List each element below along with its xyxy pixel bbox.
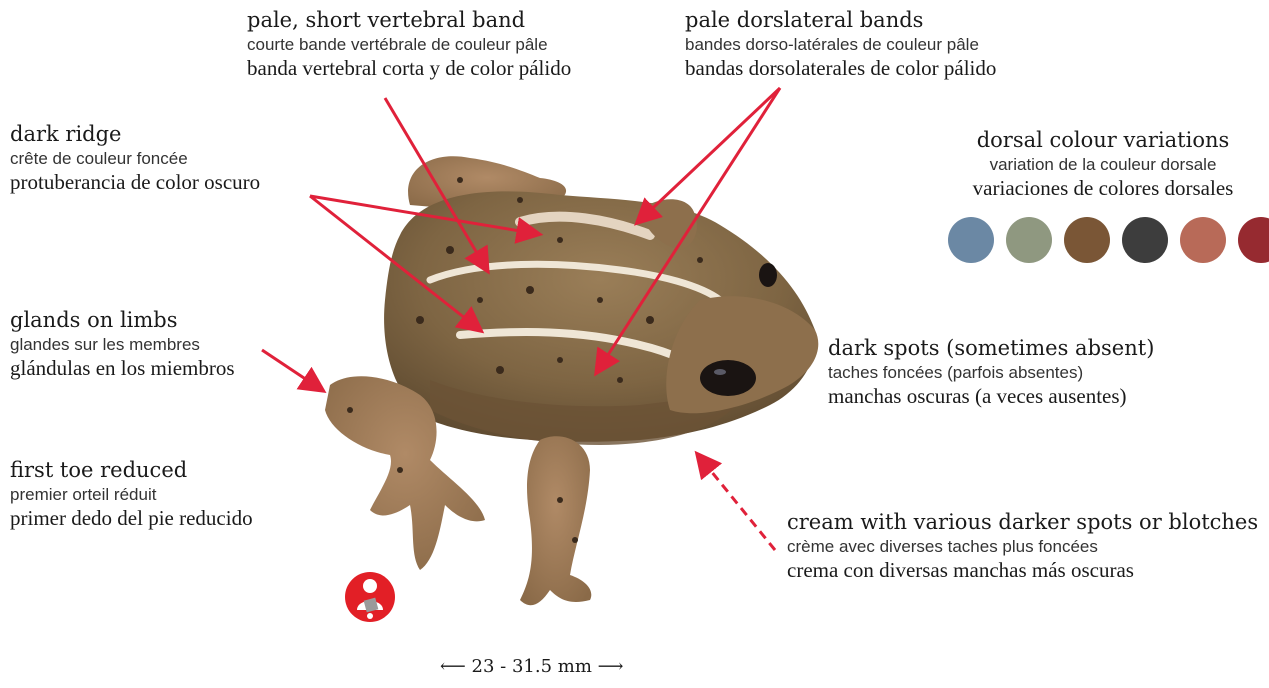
dorsal-colour-en: dorsal colour variations	[948, 128, 1258, 153]
dark-ridge-es: protuberancia de color oscuro	[10, 170, 260, 195]
dark-ridge-fr: crête de couleur foncée	[10, 149, 260, 169]
dark-ridge-en: dark ridge	[10, 122, 260, 147]
swatch-olive-grey	[1006, 217, 1052, 263]
label-dorsolateral-bands: pale dorslateral bands bandes dorso-laté…	[685, 8, 996, 81]
swatch-charcoal	[1122, 217, 1168, 263]
size-measurement: ⟵ 23 - 31.5 mm ⟶	[440, 656, 623, 677]
glands-en: glands on limbs	[10, 308, 235, 333]
swatch-dark-red	[1238, 217, 1269, 263]
arrow-dark-ridge-1	[310, 196, 538, 234]
dark-spots-fr: taches foncées (parfois absentes)	[828, 363, 1154, 383]
dorsolateral-bands-fr: bandes dorso-latérales de couleur pâle	[685, 35, 996, 55]
cream-es: crema con diversas manchas más oscuras	[787, 558, 1258, 583]
observer-badge-icon	[345, 572, 395, 622]
vertebral-band-fr: courte bande vertébrale de couleur pâle	[247, 35, 571, 55]
first-toe-es: primer dedo del pie reducido	[10, 506, 253, 531]
cream-en: cream with various darker spots or blotc…	[787, 510, 1258, 535]
swatch-terracotta	[1180, 217, 1226, 263]
swatch-blue-grey	[948, 217, 994, 263]
arrow-dorsolateral-1	[638, 88, 780, 222]
label-glands: glands on limbs glandes sur les membres …	[10, 308, 235, 381]
label-cream: cream with various darker spots or blotc…	[787, 510, 1258, 583]
dorsal-colour-es: variaciones de colores dorsales	[948, 176, 1258, 201]
vertebral-band-es: banda vertebral corta y de color pálido	[247, 56, 571, 81]
swatch-brown	[1064, 217, 1110, 263]
arrow-dorsolateral-2	[597, 88, 780, 372]
label-first-toe: first toe reduced premier orteil réduit …	[10, 458, 253, 531]
dorsal-colour-fr: variation de la couleur dorsale	[948, 155, 1258, 175]
glands-es: glándulas en los miembros	[10, 356, 235, 381]
dark-spots-es: manchas oscuras (a veces ausentes)	[828, 384, 1154, 409]
label-dorsal-colour: dorsal colour variations variation de la…	[948, 128, 1258, 201]
vertebral-band-en: pale, short vertebral band	[247, 8, 571, 33]
cream-fr: crème avec diverses taches plus foncées	[787, 537, 1258, 557]
dorsolateral-bands-en: pale dorslateral bands	[685, 8, 996, 33]
dorsolateral-bands-es: bandas dorsolaterales de color pálido	[685, 56, 996, 81]
observer-figure-icon	[345, 572, 395, 622]
arrow-vertebral-band	[385, 98, 487, 270]
label-vertebral-band: pale, short vertebral band courte bande …	[247, 8, 571, 81]
arrow-glands	[262, 350, 322, 390]
dark-spots-en: dark spots (sometimes absent)	[828, 336, 1154, 361]
arrow-cream	[698, 455, 775, 550]
label-dark-ridge: dark ridge crête de couleur foncée protu…	[10, 122, 260, 195]
first-toe-fr: premier orteil réduit	[10, 485, 253, 505]
label-dark-spots: dark spots (sometimes absent) taches fon…	[828, 336, 1154, 409]
colour-swatches	[948, 217, 1269, 263]
first-toe-en: first toe reduced	[10, 458, 253, 483]
glands-fr: glandes sur les membres	[10, 335, 235, 355]
